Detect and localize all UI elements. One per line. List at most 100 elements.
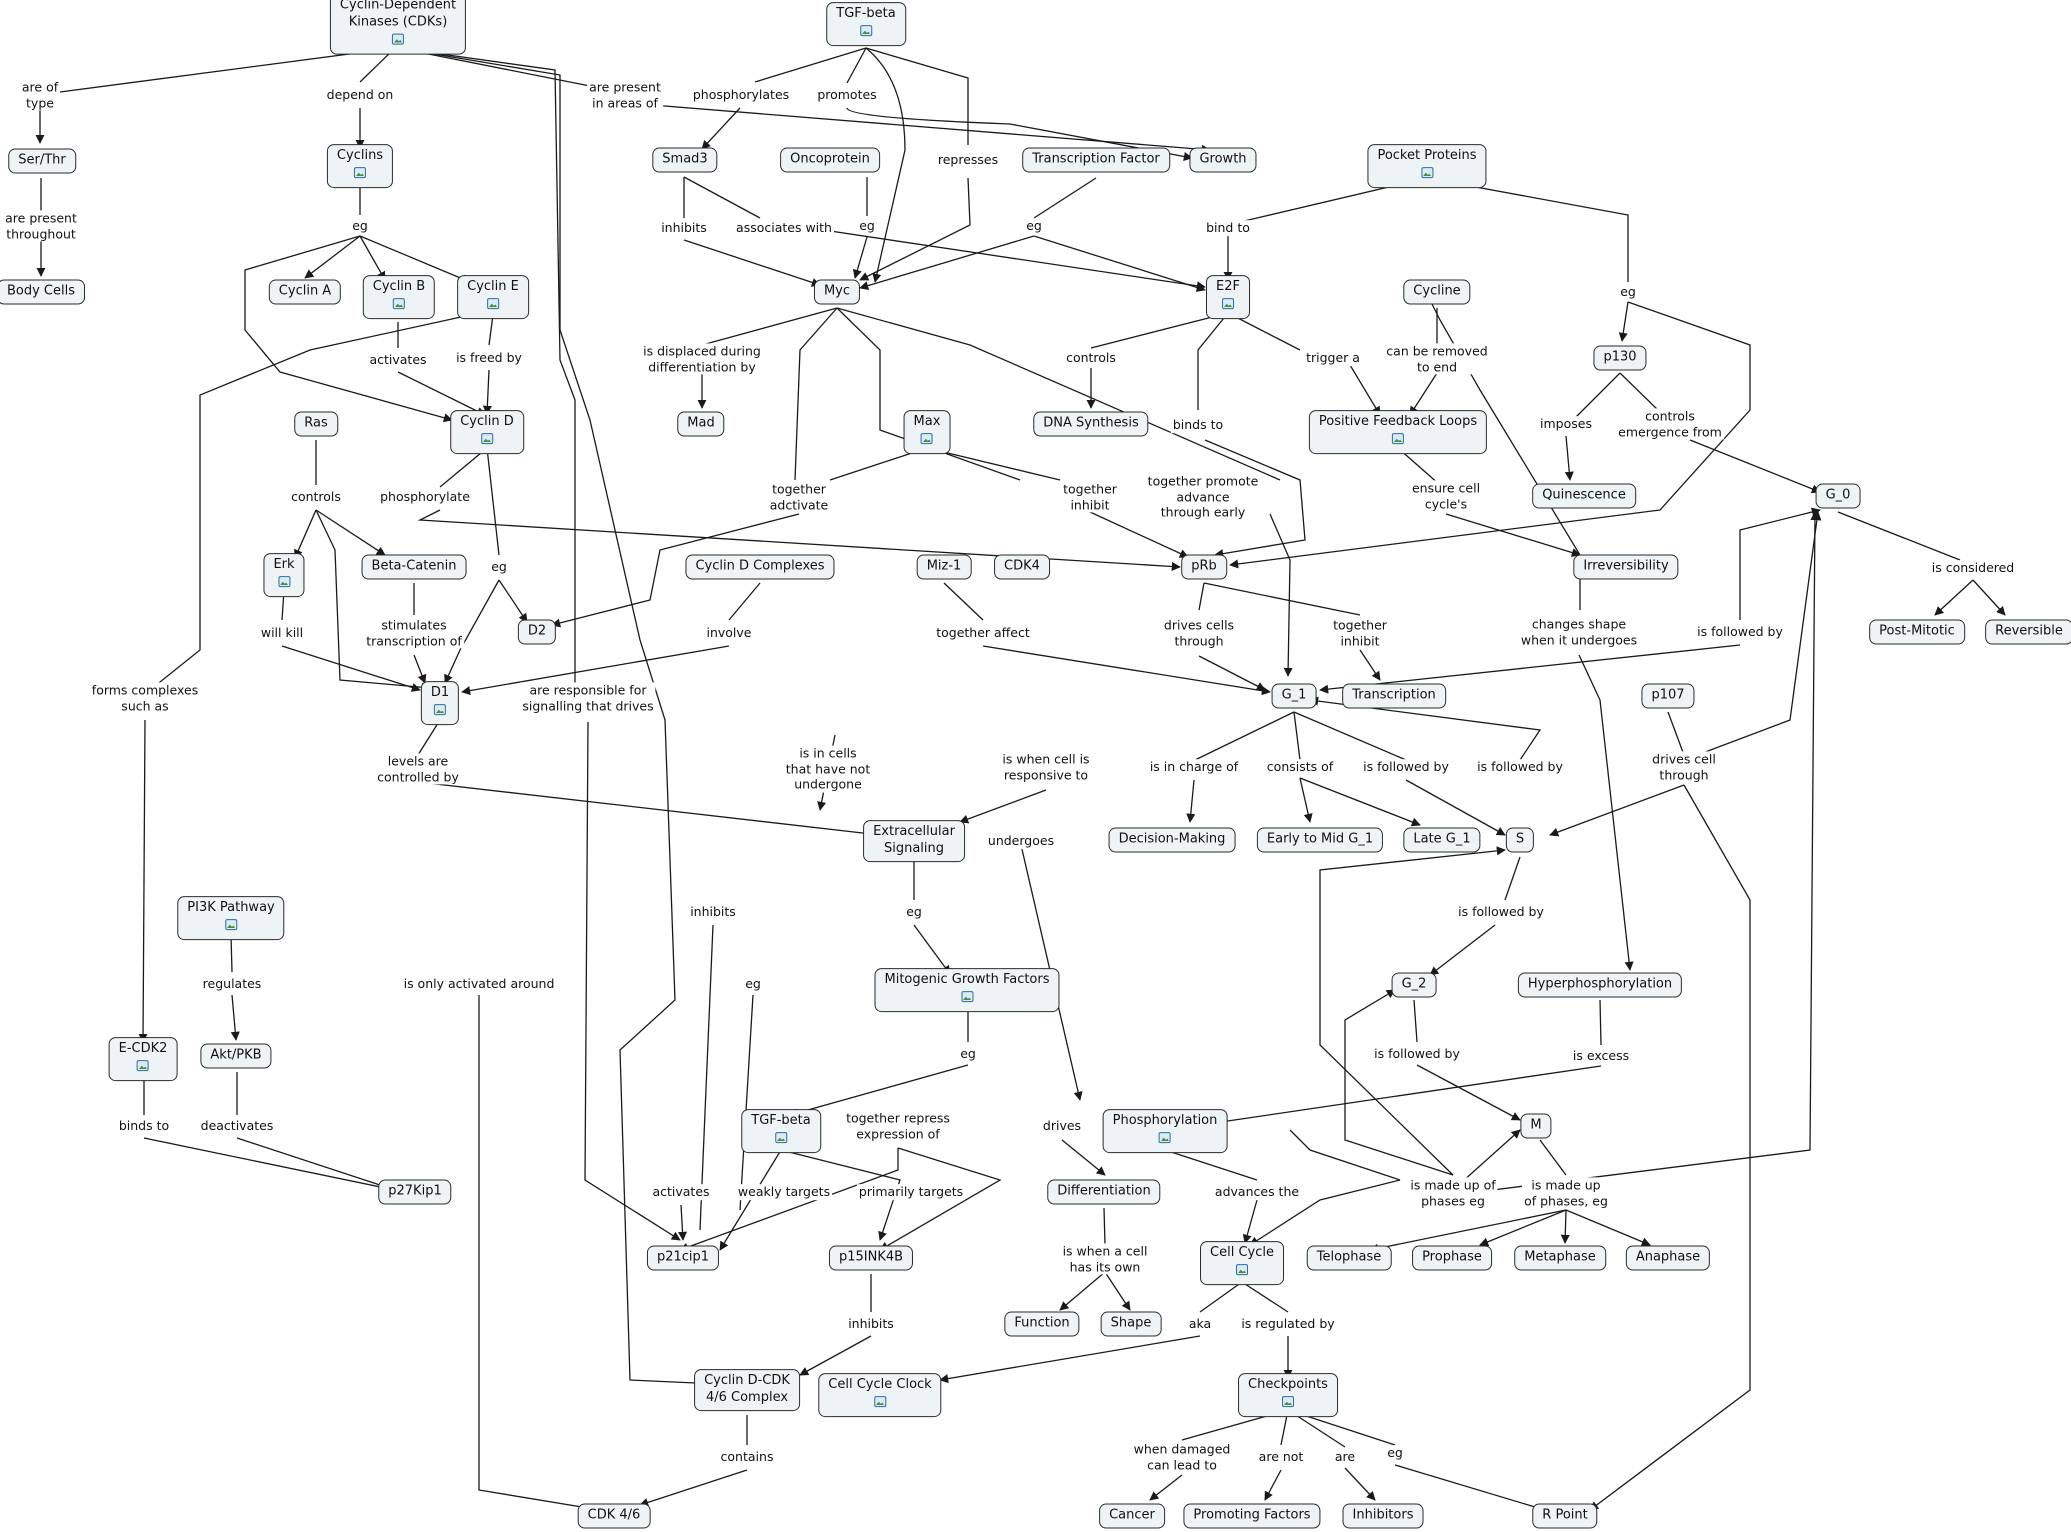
- concept-smad3[interactable]: Smad3: [652, 147, 718, 173]
- connector-line: [1104, 1271, 1131, 1311]
- concept-p27kip1[interactable]: p27Kip1: [378, 1179, 452, 1205]
- concept-p15ink4b[interactable]: p15INK4B: [828, 1245, 914, 1271]
- concept-max[interactable]: Max: [903, 410, 951, 454]
- concept-p107[interactable]: p107: [1641, 683, 1695, 709]
- concept-myc[interactable]: Myc: [813, 279, 861, 305]
- concept-post-mitotic[interactable]: Post-Mitotic: [1869, 619, 1965, 645]
- concept-telophase[interactable]: Telophase: [1306, 1245, 1392, 1271]
- concept-extracellular[interactable]: Extracellular Signaling: [863, 820, 965, 862]
- image-resource-icon[interactable]: [1391, 433, 1404, 444]
- concept-pocket-proteins[interactable]: Pocket Proteins: [1367, 144, 1487, 188]
- concept-cyclin-e[interactable]: Cyclin E: [457, 275, 529, 319]
- concept-prb[interactable]: pRb: [1181, 554, 1227, 580]
- concept-inhibitors[interactable]: Inhibitors: [1342, 1503, 1424, 1529]
- concept-erk[interactable]: Erk: [263, 553, 305, 597]
- concept-p21cip1[interactable]: p21cip1: [646, 1245, 720, 1271]
- concept-late-g1[interactable]: Late G_1: [1403, 827, 1481, 853]
- image-resource-icon[interactable]: [224, 919, 237, 930]
- concept-label: Mitogenic Growth Factors: [884, 972, 1050, 988]
- concept-pi3k[interactable]: PI3K Pathway: [177, 896, 285, 940]
- concept-e2f[interactable]: E2F: [1206, 275, 1250, 319]
- concept-hyperphosphorylation[interactable]: Hyperphosphorylation: [1517, 972, 1683, 998]
- concept-prophase[interactable]: Prophase: [1412, 1245, 1492, 1271]
- concept-mitogenic[interactable]: Mitogenic Growth Factors: [874, 968, 1060, 1012]
- concept-growth[interactable]: Growth: [1189, 147, 1257, 173]
- concept-serthr[interactable]: Ser/Thr: [8, 148, 76, 174]
- concept-tgfbeta-top[interactable]: TGF-beta: [826, 2, 906, 46]
- concept-g0[interactable]: G_0: [1815, 483, 1861, 509]
- concept-cyclin-b[interactable]: Cyclin B: [362, 275, 436, 319]
- concept-cancer[interactable]: Cancer: [1099, 1503, 1165, 1529]
- concept-cdks[interactable]: Cyclin-Dependent Kinases (CDKs): [329, 0, 467, 55]
- image-resource-icon[interactable]: [1159, 1132, 1171, 1143]
- concept-cdk46[interactable]: CDK 4/6: [577, 1503, 651, 1529]
- concept-dna-synthesis[interactable]: DNA Synthesis: [1033, 411, 1149, 437]
- concept-cdk4[interactable]: CDK4: [994, 554, 1050, 580]
- concept-positive-feedback[interactable]: Positive Feedback Loops: [1308, 410, 1488, 454]
- concept-quinescence[interactable]: Quinescence: [1532, 483, 1636, 509]
- concept-mad[interactable]: Mad: [677, 411, 725, 437]
- concept-g1[interactable]: G_1: [1271, 683, 1317, 709]
- concept-cyclins[interactable]: Cyclins: [326, 144, 394, 188]
- image-resource-icon[interactable]: [1236, 1264, 1248, 1275]
- concept-promoting-factors[interactable]: Promoting Factors: [1183, 1503, 1321, 1529]
- connector-line: [1574, 372, 1621, 419]
- concept-cyclin-d[interactable]: Cyclin D: [450, 410, 524, 454]
- concept-s[interactable]: S: [1505, 827, 1535, 853]
- concept-body-cells[interactable]: Body Cells: [0, 279, 86, 305]
- image-resource-icon[interactable]: [136, 1060, 149, 1071]
- concept-anaphase[interactable]: Anaphase: [1625, 1245, 1711, 1271]
- linking-phrase-is-only-activated: is only activated around: [401, 976, 557, 992]
- image-resource-icon[interactable]: [775, 1132, 787, 1143]
- image-resource-icon[interactable]: [434, 704, 446, 715]
- concept-transcription-factor[interactable]: Transcription Factor: [1022, 147, 1170, 173]
- concept-cyclin-d-cdk[interactable]: Cyclin D-CDK 4/6 Complex: [694, 1369, 800, 1411]
- image-resource-icon[interactable]: [392, 33, 404, 45]
- concept-phosphorylation[interactable]: Phosphorylation: [1102, 1109, 1228, 1153]
- concept-d2[interactable]: D2: [517, 619, 557, 645]
- concept-label: Ser/Thr: [18, 152, 66, 168]
- image-resource-icon[interactable]: [354, 167, 366, 178]
- concept-cell-cycle-clock[interactable]: Cell Cycle Clock: [818, 1373, 942, 1417]
- concept-cycline[interactable]: Cycline: [1403, 279, 1471, 305]
- concept-decision-making[interactable]: Decision-Making: [1108, 827, 1236, 853]
- linking-phrase-involve: involve: [704, 625, 754, 641]
- image-resource-icon[interactable]: [873, 1396, 886, 1407]
- concept-irreversibility[interactable]: Irreversibility: [1573, 554, 1679, 580]
- concept-p130[interactable]: p130: [1593, 345, 1647, 371]
- concept-differentiation[interactable]: Differentiation: [1047, 1179, 1161, 1205]
- concept-d1[interactable]: D1: [420, 681, 460, 725]
- concept-reversible[interactable]: Reversible: [1985, 619, 2071, 645]
- image-resource-icon[interactable]: [1222, 298, 1234, 309]
- image-resource-icon[interactable]: [860, 25, 872, 36]
- concept-metaphase[interactable]: Metaphase: [1514, 1245, 1606, 1271]
- connector-line: [1359, 649, 1381, 681]
- concept-m[interactable]: M: [1520, 1113, 1552, 1139]
- concept-label: D1: [430, 685, 450, 701]
- concept-r-point[interactable]: R Point: [1532, 1503, 1598, 1529]
- image-resource-icon[interactable]: [960, 991, 973, 1002]
- image-resource-icon[interactable]: [920, 433, 933, 444]
- image-resource-icon[interactable]: [486, 298, 499, 309]
- image-resource-icon[interactable]: [481, 433, 493, 444]
- concept-cyclin-d-complexes[interactable]: Cyclin D Complexes: [685, 554, 835, 580]
- concept-ecdk2[interactable]: E-CDK2: [108, 1037, 178, 1081]
- concept-beta-catenin[interactable]: Beta-Catenin: [361, 554, 467, 580]
- image-resource-icon[interactable]: [1281, 1396, 1294, 1407]
- concept-cyclin-a[interactable]: Cyclin A: [268, 279, 342, 305]
- concept-early-mid-g1[interactable]: Early to Mid G_1: [1256, 827, 1384, 853]
- concept-tgfbeta-low[interactable]: TGF-beta: [741, 1109, 821, 1153]
- concept-ras[interactable]: Ras: [294, 411, 338, 437]
- concept-shape[interactable]: Shape: [1100, 1311, 1162, 1337]
- concept-miz1[interactable]: Miz-1: [916, 554, 972, 580]
- concept-transcription[interactable]: Transcription: [1342, 683, 1446, 709]
- concept-aktpkb[interactable]: Akt/PKB: [200, 1043, 272, 1069]
- image-resource-icon[interactable]: [393, 298, 405, 309]
- concept-oncoprotein[interactable]: Oncoprotein: [780, 147, 880, 173]
- concept-g2[interactable]: G_2: [1391, 972, 1437, 998]
- concept-checkpoints[interactable]: Checkpoints: [1238, 1373, 1338, 1417]
- concept-cell-cycle[interactable]: Cell Cycle: [1200, 1241, 1284, 1285]
- image-resource-icon[interactable]: [278, 576, 290, 587]
- concept-function[interactable]: Function: [1004, 1311, 1080, 1337]
- image-resource-icon[interactable]: [1421, 167, 1433, 178]
